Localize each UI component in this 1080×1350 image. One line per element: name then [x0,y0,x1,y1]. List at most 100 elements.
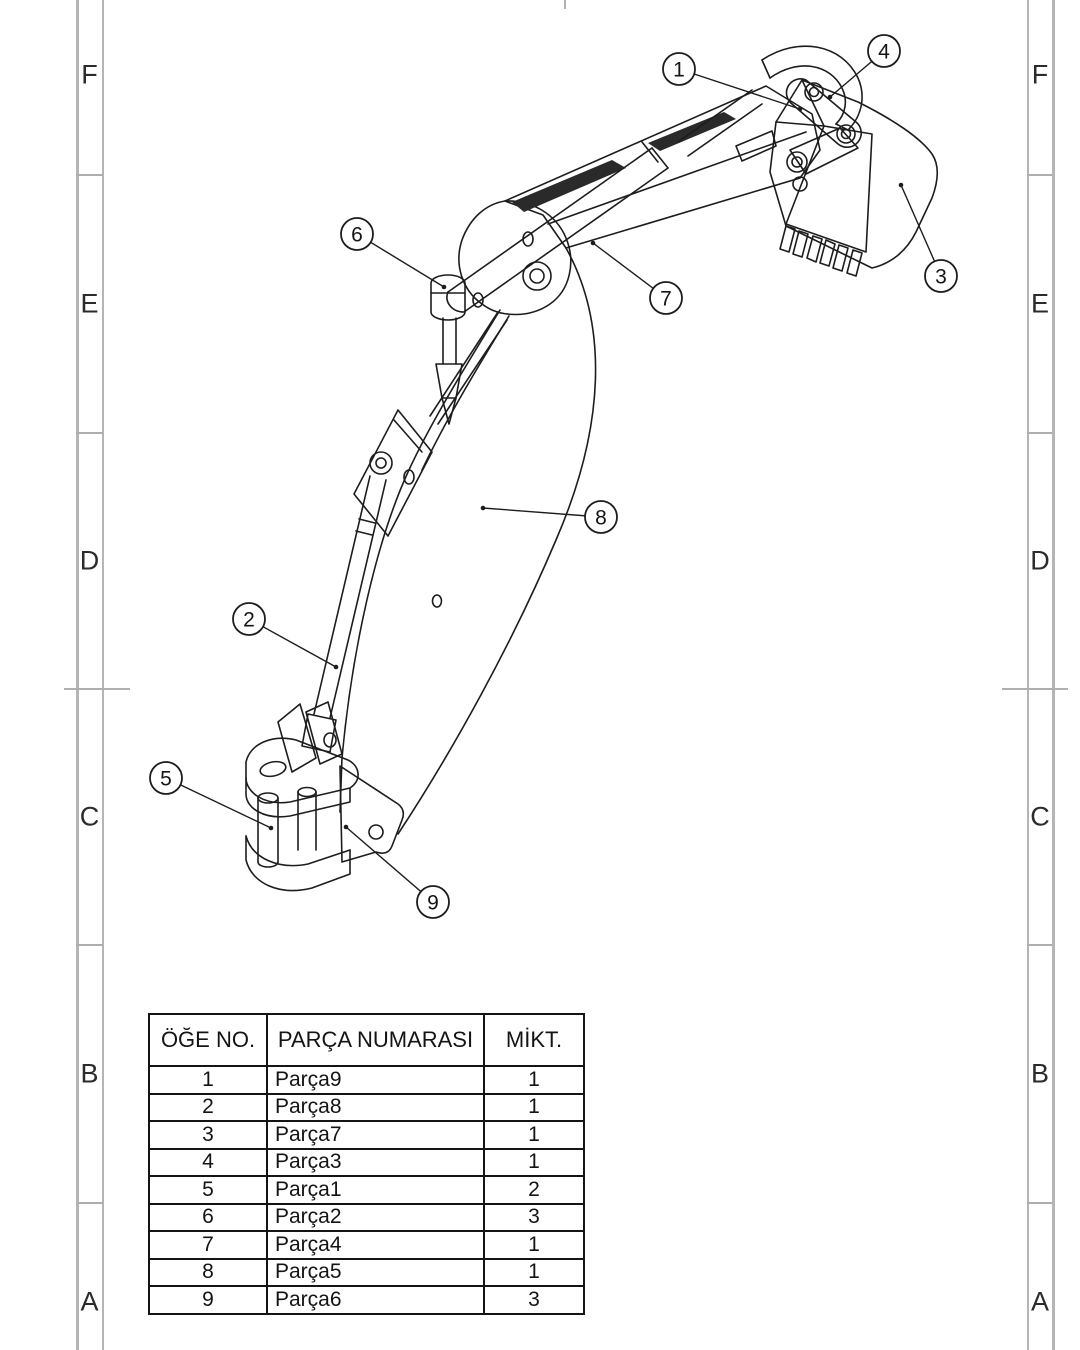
frame-left-outer-line [76,0,79,1350]
h-link-inner-arc [769,65,847,125]
zone-letter-left-b: B [80,1058,99,1089]
zone-letter-left-f: F [81,59,98,90]
zone-divider-right [1027,944,1053,946]
bucket-pivot [792,176,808,192]
balloon-3: 3 [898,182,958,293]
bom-cell-item-no: 6 [148,1202,268,1232]
balloon-number-7: 7 [660,288,672,311]
balloon-leader-5 [165,777,272,829]
leader-dot-4 [827,94,833,100]
bom-cell-qty: 1 [483,1065,585,1095]
leader-dot-3 [898,182,904,188]
zone-divider-right [1027,688,1053,690]
balloon-number-6: 6 [351,224,363,247]
zone-divider-right [1027,432,1053,434]
zone-divider-left [76,944,103,946]
frame-right-inner-line [1027,0,1029,1350]
part-2-lift-cylinder [301,475,387,753]
bom-cell-part-number: Parça5 [266,1257,485,1287]
bom-cell-qty: 1 [483,1120,585,1150]
balloon-number-8: 8 [595,507,607,530]
bom-header-row: ÖĞE NO. PARÇA NUMARASI MİKT. [148,1013,585,1067]
balloon-circle-7 [649,281,683,315]
leader-dot-6 [441,284,447,290]
rod-eye [301,713,337,753]
bom-cell-item-no: 1 [148,1065,268,1095]
bracket-hole [403,469,415,485]
bucket-teeth [779,225,863,277]
leader-dot-5 [268,825,274,831]
balloon-circle-9 [416,885,450,919]
bom-cell-part-number: Parça9 [266,1065,485,1095]
bom-cell-part-number: Parça3 [266,1147,485,1177]
elbow-hole-2 [472,292,484,308]
bom-cell-qty: 1 [483,1230,585,1260]
balloon-6: 6 [340,217,447,290]
zone-letter-left-c: C [79,801,100,832]
zone-divider-left [76,1202,103,1204]
bucket-front-face [785,125,873,253]
balloon-1: 1 [662,52,803,112]
zone-divider-right [1027,174,1053,176]
elbow-hole [522,231,534,247]
leader-dot-9 [343,824,349,830]
zone-letter-left-e: E [80,288,99,319]
leader-dot-8 [480,505,486,511]
bom-cell-qty: 1 [483,1257,585,1287]
bom-cell-qty: 3 [483,1202,585,1232]
part-6-link-cylinder [430,274,466,425]
boom-right-edge [397,247,597,835]
bom-cell-qty: 2 [483,1175,585,1205]
bom-header-part-number: PARÇA NUMARASI [266,1013,485,1067]
bom-cell-item-no: 5 [148,1175,268,1205]
balloon-2: 2 [232,602,339,670]
bom-cell-item-no: 4 [148,1147,268,1177]
clevis-ear-2 [305,701,343,765]
bom-cell-qty: 1 [483,1092,585,1122]
clevis-ear [277,703,317,773]
balloon-leader-8 [482,507,602,518]
part-7-upper-arm [458,85,821,316]
bom-cell-part-number: Parça8 [266,1092,485,1122]
bom-cell-part-number: Parça1 [266,1175,485,1205]
zone-letter-right-a: A [1030,1286,1049,1316]
base-top-hole [259,760,287,778]
bom-cell-part-number: Parça6 [266,1285,485,1315]
balloon-circle-4 [867,34,901,68]
part-8-boom [339,247,597,835]
leader-dot-7 [590,240,596,246]
leader-dot-2 [333,664,339,670]
bom-header-qty: MİKT. [483,1013,585,1067]
bom-cell-qty: 3 [483,1285,585,1315]
bom-cell-part-number: Parça4 [266,1230,485,1260]
boom-hole [431,594,443,608]
zone-divider-left [76,174,103,176]
bom-cell-qty: 1 [483,1147,585,1177]
zone-divider-left [76,432,103,434]
base-top-plate [245,737,359,804]
zone-letter-right-b: B [1030,1058,1049,1089]
bom-cell-item-no: 9 [148,1285,268,1315]
bom-cell-item-no: 3 [148,1120,268,1150]
elbow-pivot-boss [522,261,552,291]
part-3-bucket [769,79,939,277]
boom-left-edge [339,309,501,813]
balloon-leader-9 [345,826,434,903]
zone-letter-right-e: E [1030,288,1049,319]
balloon-number-1: 1 [673,59,685,82]
frame-left-inner-line [102,0,104,1350]
balloon-circle-6 [340,217,374,251]
part-1-4-linkage [761,45,863,192]
bom-cell-part-number: Parça2 [266,1202,485,1232]
bom-header-item-no: ÖĞE NO. [148,1013,268,1067]
zone-divider-right [1027,1202,1053,1204]
